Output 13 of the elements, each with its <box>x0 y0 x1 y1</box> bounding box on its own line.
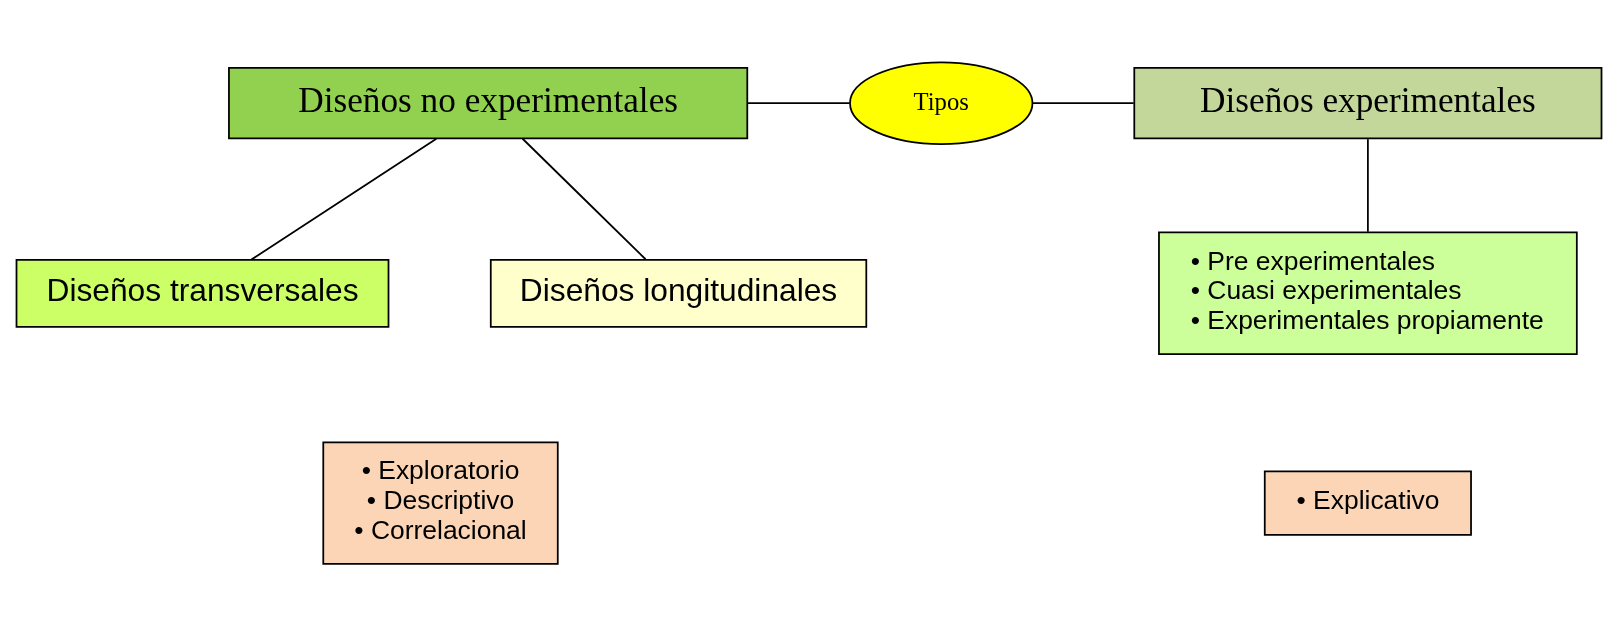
connector <box>1032 102 1135 105</box>
node-box: • Pre experimentales • Cuasi experimentales • Experimentales propiamente <box>1158 231 1578 355</box>
node-box: Diseños experimentales <box>1133 67 1603 140</box>
connector <box>521 137 647 261</box>
node-box: • Explicativo <box>1263 470 1472 536</box>
connector <box>746 102 851 105</box>
connector <box>1367 138 1369 233</box>
node-box: • Exploratorio • Descriptivo • Correlacional <box>322 441 559 565</box>
node-box: Diseños longitudinales <box>489 258 868 328</box>
connector <box>250 137 438 261</box>
node-box: Diseños transversales <box>15 258 390 328</box>
node-box: Diseños no experimentales <box>228 67 749 140</box>
node-ellipse: Tipos <box>849 61 1034 145</box>
